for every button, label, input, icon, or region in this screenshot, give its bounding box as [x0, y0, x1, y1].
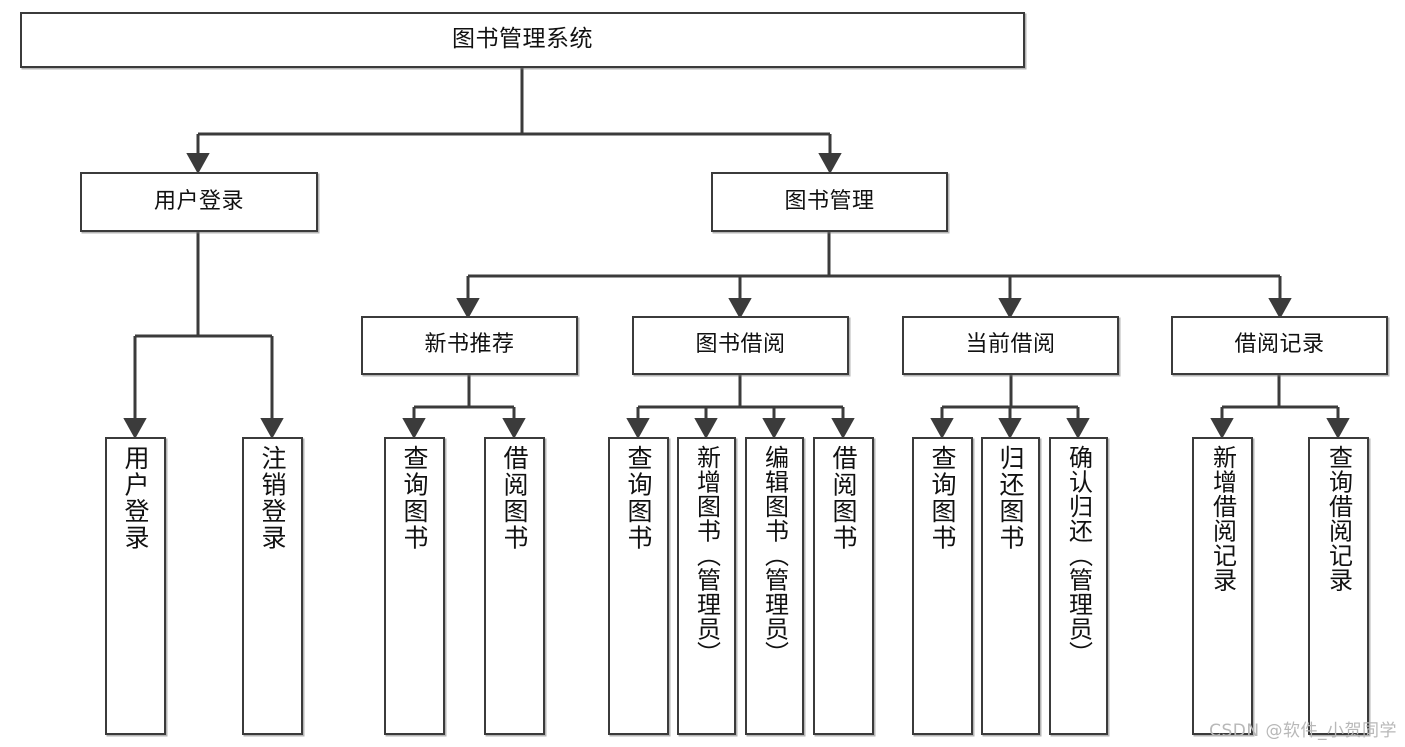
- node-root-system[interactable]: 图书管理系统: [20, 12, 1025, 68]
- node-borrow-record[interactable]: 借阅记录: [1171, 316, 1388, 375]
- node-new-book-recommend-label: 新书推荐: [424, 332, 515, 358]
- node-book-borrow-label: 图书借阅: [695, 332, 786, 358]
- node-book-borrow[interactable]: 图书借阅: [632, 316, 849, 375]
- node-leaf-user-login-label: 用户登录: [121, 445, 150, 551]
- node-leaf-query-record-label: 查询借阅记录: [1324, 445, 1353, 592]
- node-borrow-record-label: 借阅记录: [1234, 332, 1325, 358]
- node-leaf-query-record[interactable]: 查询借阅记录: [1308, 437, 1369, 735]
- node-leaf-edit-book[interactable]: 编辑图书（管理员）: [745, 437, 804, 735]
- node-leaf-add-book-label: 新增图书（管理员）: [692, 445, 721, 666]
- node-new-book-recommend[interactable]: 新书推荐: [361, 316, 578, 375]
- node-leaf-add-book[interactable]: 新增图书（管理员）: [677, 437, 736, 735]
- node-leaf-logout-login-label: 注销登录: [258, 445, 287, 551]
- node-leaf-query-book-1-label: 查询图书: [400, 445, 429, 551]
- node-leaf-return-book-label: 归还图书: [996, 445, 1025, 551]
- node-leaf-return-book[interactable]: 归还图书: [981, 437, 1040, 735]
- node-leaf-confirm-return-label: 确认归还（管理员）: [1064, 445, 1093, 666]
- node-root-system-label: 图书管理系统: [452, 26, 593, 53]
- node-user-login[interactable]: 用户登录: [80, 172, 318, 232]
- node-leaf-borrow-book-1-label: 借阅图书: [500, 445, 529, 551]
- node-current-borrow-label: 当前借阅: [965, 332, 1056, 358]
- node-leaf-logout-login[interactable]: 注销登录: [242, 437, 303, 735]
- node-user-login-label: 用户登录: [153, 188, 244, 214]
- node-leaf-query-book-2-label: 查询图书: [624, 445, 653, 551]
- node-leaf-borrow-book-1[interactable]: 借阅图书: [484, 437, 545, 735]
- node-leaf-query-book-2[interactable]: 查询图书: [608, 437, 669, 735]
- node-leaf-edit-book-label: 编辑图书（管理员）: [760, 445, 789, 666]
- node-leaf-query-book-3-label: 查询图书: [928, 445, 957, 551]
- node-leaf-user-login[interactable]: 用户登录: [105, 437, 166, 735]
- node-leaf-query-book-1[interactable]: 查询图书: [384, 437, 445, 735]
- node-leaf-borrow-book-2-label: 借阅图书: [829, 445, 858, 551]
- node-leaf-borrow-book-2[interactable]: 借阅图书: [813, 437, 874, 735]
- node-book-management[interactable]: 图书管理: [711, 172, 948, 232]
- node-leaf-confirm-return[interactable]: 确认归还（管理员）: [1049, 437, 1108, 735]
- node-book-management-label: 图书管理: [784, 188, 875, 214]
- node-leaf-query-book-3[interactable]: 查询图书: [912, 437, 973, 735]
- node-leaf-add-record[interactable]: 新增借阅记录: [1192, 437, 1253, 735]
- csdn-watermark: CSDN @软件_小贺同学: [1209, 721, 1397, 741]
- node-leaf-add-record-label: 新增借阅记录: [1208, 445, 1237, 592]
- node-current-borrow[interactable]: 当前借阅: [902, 316, 1119, 375]
